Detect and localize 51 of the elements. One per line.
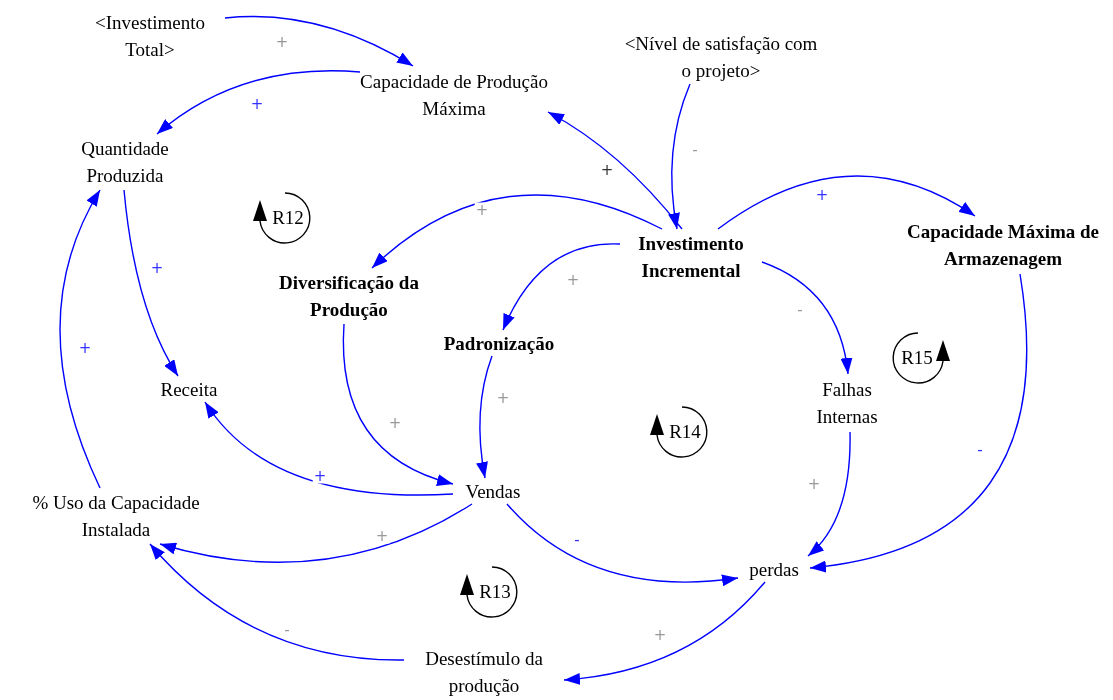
polarity-sign: +	[474, 202, 490, 218]
causal-arrow	[761, 261, 852, 375]
variable-label: Capacidade Máxima de Armazenagem	[894, 216, 1112, 274]
polarity-sign: +	[806, 476, 822, 492]
causal-arrow	[156, 70, 361, 135]
variable-label: Investimento Incremental	[620, 229, 762, 285]
polarity-sign: +	[387, 415, 403, 431]
loop-label: R15	[901, 348, 933, 368]
polarity-sign: +	[312, 468, 328, 484]
causal-arrow	[807, 431, 851, 557]
causal-arrow	[476, 355, 493, 479]
causal-arrow	[149, 543, 405, 661]
variable-label: % Uso da Capacidade Instalada	[6, 488, 226, 544]
polarity-sign: +	[149, 260, 165, 276]
polarity-sign: +	[374, 528, 390, 544]
variable-label: Padronização	[426, 330, 572, 356]
causal-arrow	[159, 503, 473, 563]
polarity-sign: +	[652, 627, 668, 643]
causal-arrow	[717, 175, 976, 230]
variable-label: Diversificação da Produção	[256, 268, 442, 324]
variable-label: <Nível de satisfação com o projeto>	[618, 30, 824, 84]
variable-label: perdas	[738, 556, 810, 582]
polarity-sign: +	[77, 340, 93, 356]
causal-arrow	[668, 83, 691, 230]
causal-arrow	[506, 503, 739, 586]
variable-label: Capacidade de Produção Máxima	[360, 66, 548, 124]
polarity-sign: +	[249, 96, 265, 112]
causal-arrow	[342, 323, 454, 486]
polarity-sign: +	[274, 34, 290, 50]
variable-label: Quantidade Produzida	[64, 134, 186, 190]
polarity-sign: +	[599, 162, 615, 178]
variable-label: Falhas Internas	[806, 374, 888, 432]
causal-arrow	[563, 581, 766, 685]
polarity-sign: +	[565, 272, 581, 288]
causal-arrow	[502, 243, 621, 331]
causal-arrow	[547, 111, 683, 230]
variable-label: Receita	[150, 376, 228, 402]
polarity-sign: +	[814, 187, 830, 203]
variable-label: Vendas	[453, 478, 533, 504]
causal-arrow	[204, 401, 454, 496]
causal-arrow	[123, 189, 179, 377]
variable-label: Desestímulo da produção	[404, 644, 564, 700]
variable-label: <Investimento Total>	[75, 8, 225, 64]
causal-arrow	[59, 189, 101, 489]
loop-label: R12	[272, 208, 304, 228]
causal-arrow	[371, 194, 663, 269]
causal-arrow	[809, 273, 1028, 572]
loop-label: R13	[479, 582, 511, 602]
polarity-sign: +	[495, 390, 511, 406]
causal-arrow	[224, 15, 414, 67]
loop-label: R14	[669, 422, 701, 442]
